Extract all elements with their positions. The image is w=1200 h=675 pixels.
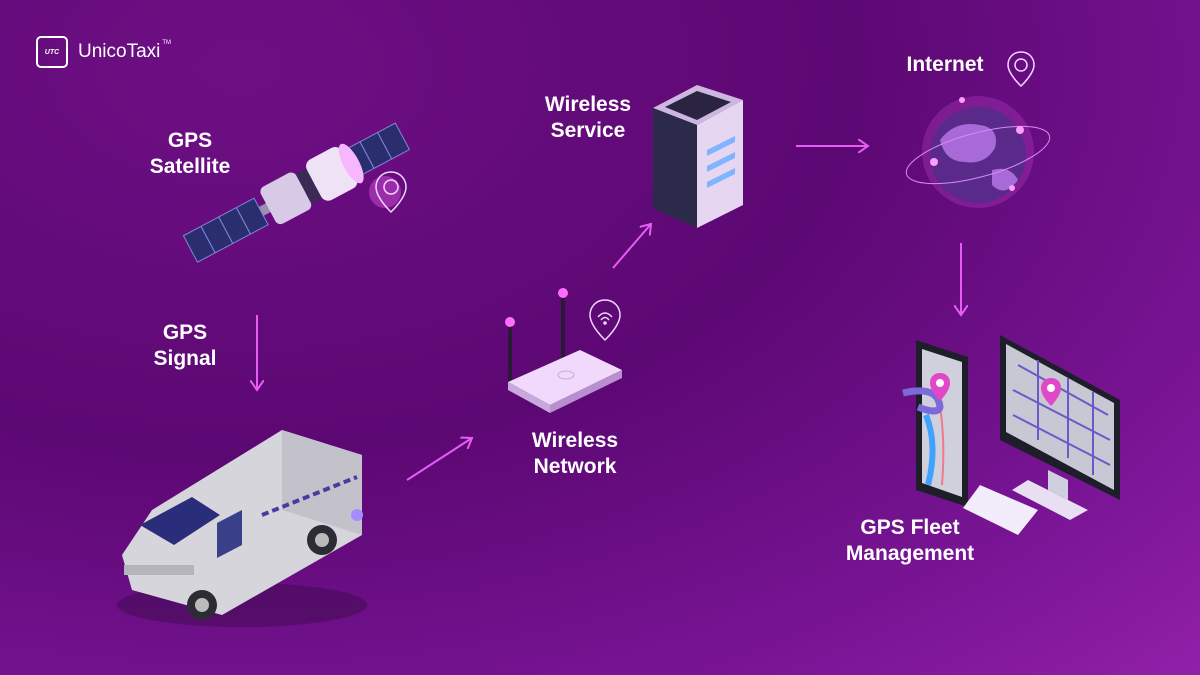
logo-mark: UTC [36,36,68,68]
label-gps-fleet-management: GPS Fleet Management [845,516,975,565]
label-gps-signal: GPS Signal [153,321,217,370]
location-pin-icon [1007,51,1035,88]
label-internet: Internet [906,53,984,76]
server-icon [653,85,743,228]
location-pin-icon [375,171,407,214]
globe-icon [905,96,1051,208]
brand-logo: UTC UnicoTaxi TM [36,36,179,68]
label-wireless-service: Wireless Service [544,93,632,142]
brand-name: UnicoTaxi [78,41,161,62]
phone-map-icon [902,340,968,507]
wifi-icon [589,299,621,342]
router-icon [505,288,622,413]
brand-tm: TM [162,40,172,46]
van-icon [117,430,367,627]
arrow-icon [612,224,651,269]
arrow-icon [406,438,472,481]
monitor-map-icon [963,335,1120,535]
satellite-icon [182,122,411,263]
label-gps-satellite: GPS Satellite [149,129,231,178]
label-wireless-network: Wireless Network [531,429,619,478]
